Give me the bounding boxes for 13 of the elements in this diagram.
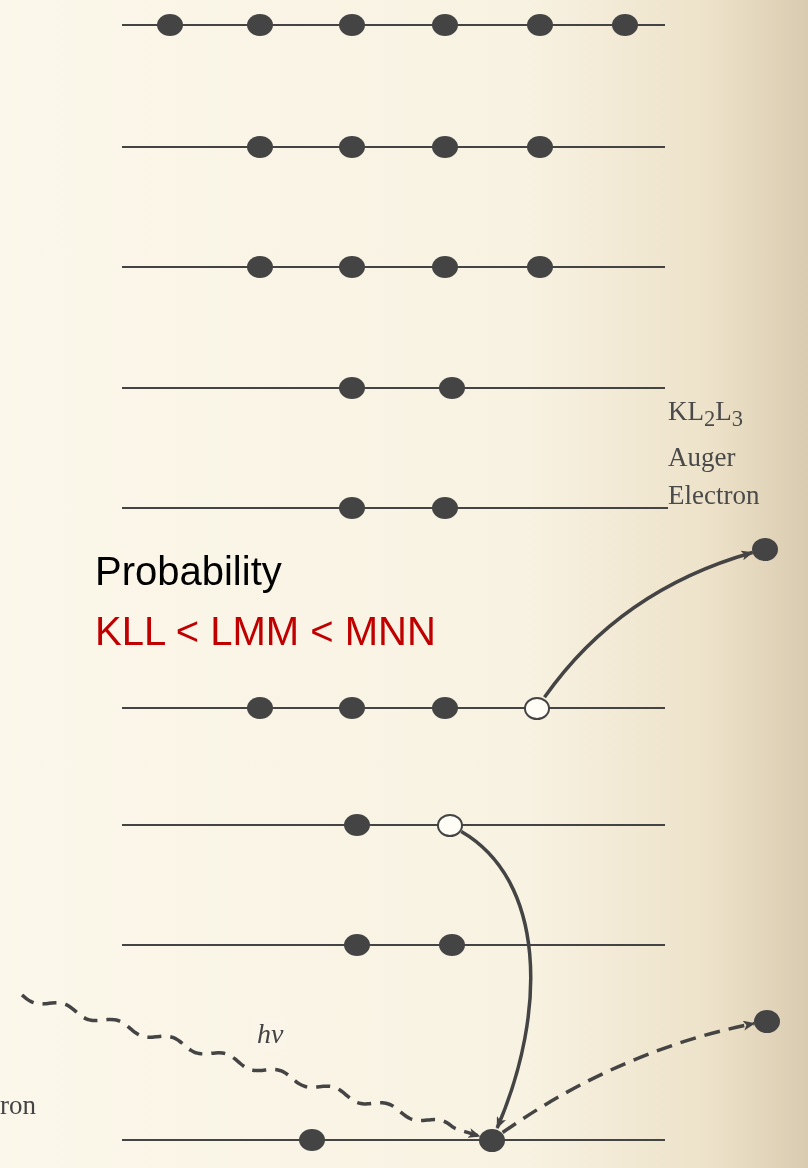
arrow xyxy=(460,830,533,1129)
callout-text: KL$_{2}$L$_{3}$ Auger Electron xyxy=(668,395,761,513)
electron xyxy=(754,1009,780,1033)
probability-order-text: KLL < LMM < MNN xyxy=(95,608,436,654)
electron-hole xyxy=(524,696,550,720)
heading-text: Probability xyxy=(95,548,282,594)
electron xyxy=(752,537,778,561)
arrow xyxy=(543,550,754,699)
arrow xyxy=(501,1020,756,1134)
electron-hole xyxy=(437,813,463,837)
photon-arrow xyxy=(20,993,481,1138)
partial-label-text: ron xyxy=(0,1090,36,1122)
electron xyxy=(479,1128,505,1152)
